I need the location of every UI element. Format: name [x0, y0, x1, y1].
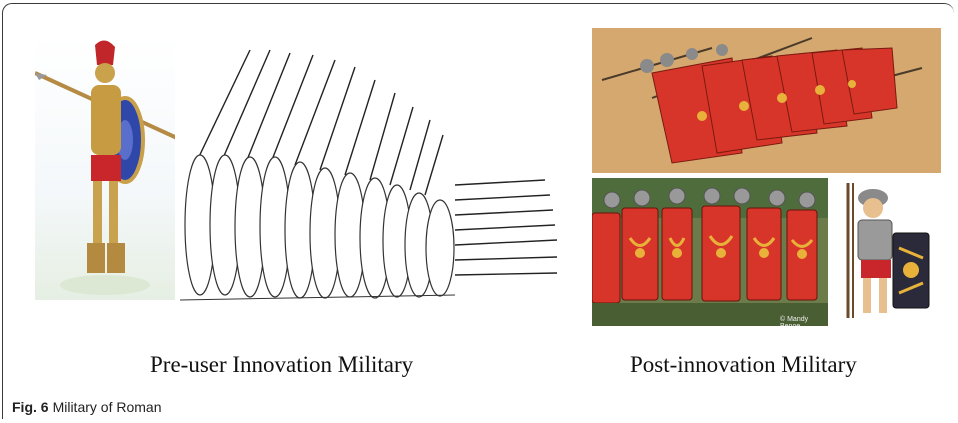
post-innovation-label: Post-innovation Military	[630, 352, 857, 377]
legionary-cartoon	[833, 178, 941, 326]
testudo-formation-photo	[592, 28, 941, 173]
pre-innovation-label: Pre-user Innovation Military	[150, 352, 414, 377]
figure-frame	[2, 3, 954, 419]
hoplite-illustration	[35, 35, 180, 300]
figure-number: Fig. 6	[12, 399, 49, 415]
figure-caption-text: Military of Roman	[52, 399, 162, 415]
phalanx-drawing	[175, 45, 560, 310]
legion-line-photo: © Mandy Benoe	[592, 178, 828, 326]
photo-credit: © Mandy Benoe	[780, 316, 809, 326]
